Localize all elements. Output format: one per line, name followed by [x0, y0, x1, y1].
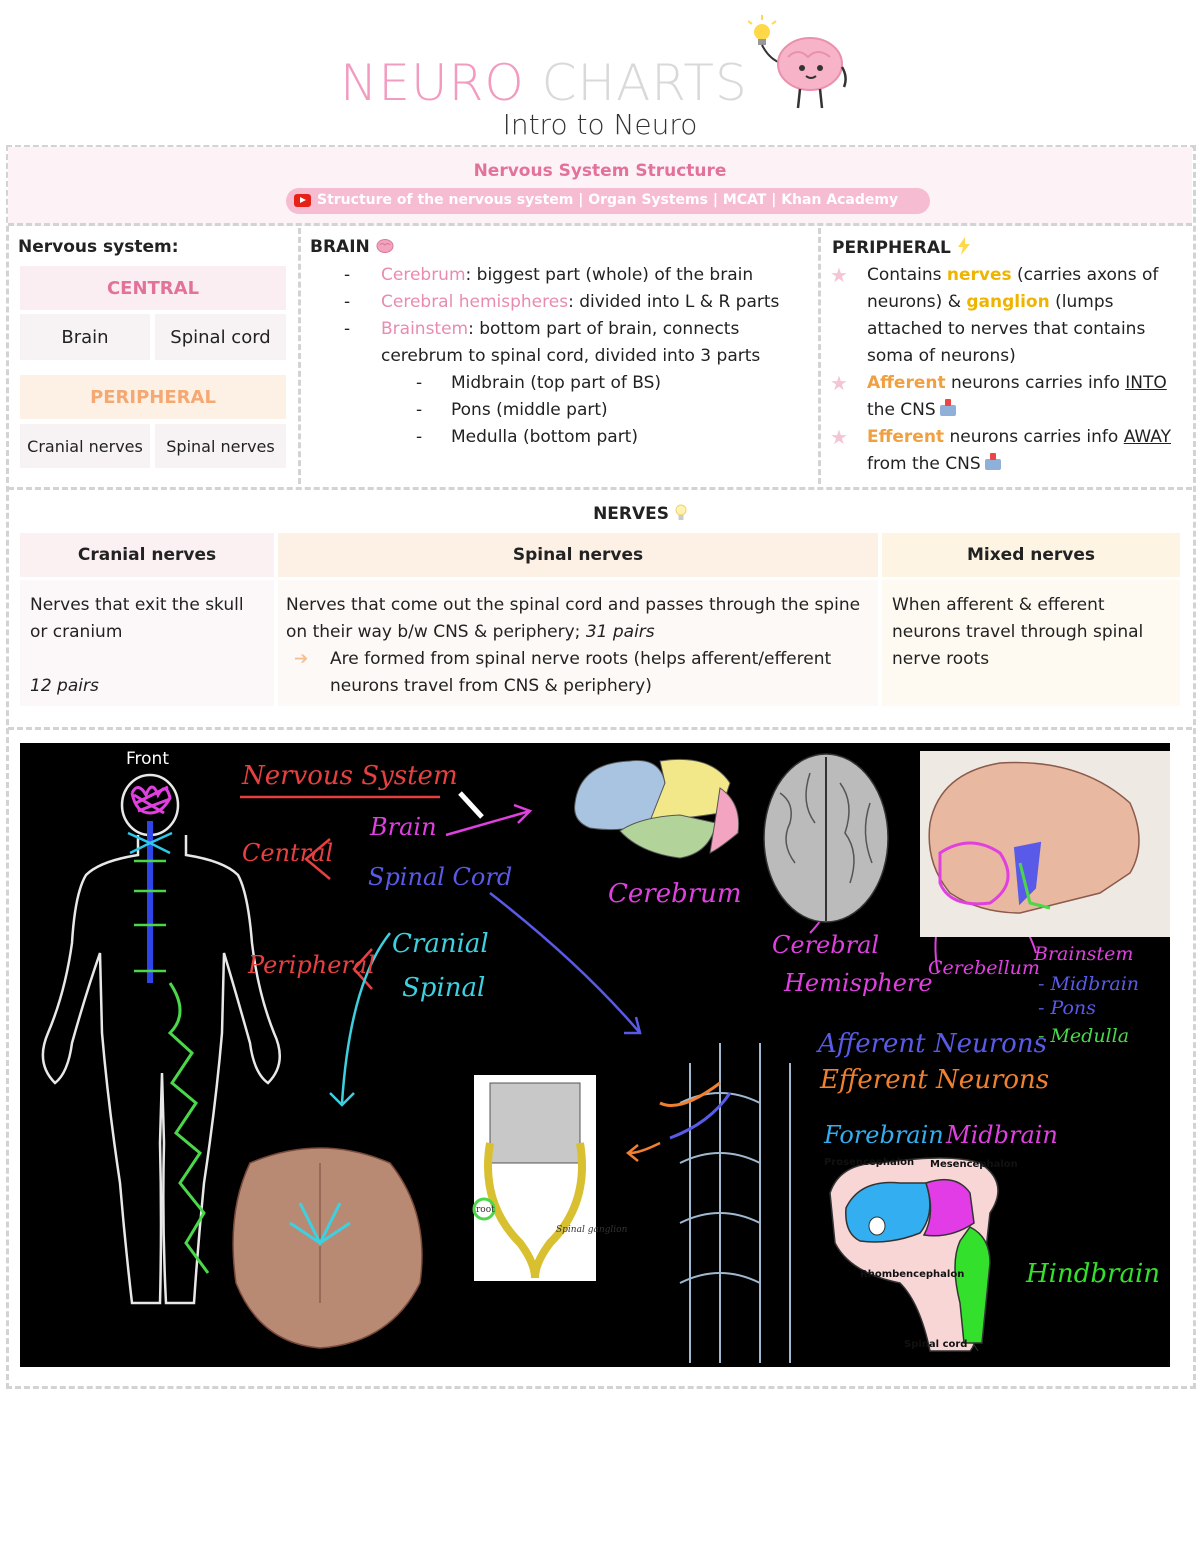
spinal-ganglion-label: Spinal ganglion	[556, 1225, 628, 1235]
star-icon: ★	[830, 425, 848, 449]
youtube-link-text[interactable]: Structure of the nervous system | Organ …	[317, 192, 899, 208]
star-icon: ★	[830, 263, 848, 287]
spinal-cell: Nerves that come out the spinal cord and…	[278, 580, 878, 706]
prosencephalon-label: Prosencephalon	[824, 1157, 915, 1168]
mixed-cell: When afferent & efferent neurons travel …	[882, 580, 1180, 706]
cranial-cell: Nerves that exit the skull or cranium 12…	[20, 580, 274, 706]
list-item: ★Efferent neurons carries info AWAY from…	[830, 425, 1171, 474]
cerebral-label: Cerebral	[772, 931, 880, 959]
pen-icon	[458, 791, 484, 819]
peripheral-heading: PERIPHERAL	[832, 237, 971, 258]
brain-heading: BRAIN	[310, 237, 394, 257]
peripheral-nerve-line	[167, 982, 210, 1274]
midbrain-item-label: - Midbrain	[1038, 973, 1140, 995]
peripheral-list: ★Contains nerves (carries axons of neuro…	[830, 262, 1190, 478]
list-sub-item: -Pons (middle part)	[416, 400, 608, 420]
list-sub-item: -Midbrain (top part of BS)	[416, 373, 662, 393]
youtube-icon	[294, 194, 311, 207]
cerebrum-diagram	[574, 758, 740, 859]
structure-banner: Nervous System Structure Structure of th…	[8, 147, 1192, 226]
outbox-tray-icon	[984, 453, 1001, 470]
peripheral-label: Peripheral	[248, 951, 375, 979]
list-item: ★Afferent neurons carries info INTO the …	[830, 371, 1167, 420]
brain-heading-text: BRAIN	[310, 237, 370, 257]
brain-emoji-icon	[376, 239, 394, 253]
rhombencephalon-label: Rhombencephalon	[860, 1269, 965, 1280]
brain-list: -Cerebrum: biggest part (whole) of the b…	[344, 262, 814, 451]
nerves-heading: NERVES	[0, 504, 1200, 524]
spinal-cord-cell: Spinal cord	[155, 314, 286, 360]
list-item: -Cerebral hemispheres: divided into L & …	[344, 292, 780, 312]
section-divider	[8, 727, 1192, 730]
brain-scribble	[130, 785, 172, 815]
midbrain-label: Midbrain	[946, 1121, 1058, 1149]
afferent-neurons-label: Afferent Neurons	[818, 1029, 1047, 1059]
brain-mascot-icon	[748, 15, 847, 109]
brain-label: Brain	[370, 813, 437, 841]
column-header-mixed: Mixed nerves	[882, 533, 1180, 577]
arrow-right-icon: ➔	[294, 649, 309, 669]
cranial-nerves-cell: Cranial nerves	[20, 424, 150, 468]
hemisphere-label: Hemisphere	[784, 969, 933, 997]
medulla-item-label: - Medulla	[1038, 1025, 1130, 1047]
title-neuro: NEURO	[340, 54, 525, 112]
section-divider	[8, 487, 1192, 490]
nervous-system-heading: Nervous system:	[18, 237, 179, 257]
inbox-tray-icon	[939, 399, 956, 416]
lightning-icon	[957, 237, 970, 255]
root-label: root	[476, 1205, 495, 1215]
peripheral-heading-text: PERIPHERAL	[832, 238, 951, 258]
brain-cell: Brain	[20, 314, 150, 360]
nervous-system-label: Nervous System	[242, 761, 458, 791]
diagram-drawing	[41, 751, 1170, 1363]
spinal-cord-embryo-label: Spinal cord	[904, 1339, 968, 1350]
brain-base-diagram	[232, 1147, 423, 1349]
mesencephalon-label: Mesencephalon	[930, 1159, 1018, 1170]
cerebral-hemisphere-diagram	[763, 753, 889, 923]
brainstem-label: Brainstem	[1034, 943, 1134, 965]
peripheral-box: PERIPHERAL	[20, 375, 286, 419]
spinal-cord-diagram-label: Spinal Cord	[368, 863, 513, 891]
star-icon: ★	[830, 371, 848, 395]
column-divider	[298, 228, 301, 484]
hindbrain-label: Hindbrain	[1026, 1259, 1161, 1289]
forebrain-label: Forebrain	[824, 1121, 944, 1149]
column-header-spinal: Spinal nerves	[278, 533, 878, 577]
central-box: CENTRAL	[20, 266, 286, 310]
list-sub-item: -Medulla (bottom part)	[416, 427, 638, 447]
central-label: Central	[242, 839, 334, 867]
cranial-label: Cranial	[392, 929, 489, 959]
page-subtitle: Intro to Neuro	[502, 108, 698, 141]
column-header-cranial: Cranial nerves	[20, 533, 274, 577]
spinal-nerve-diagram	[472, 1075, 596, 1281]
youtube-link[interactable]: Structure of the nervous system | Organ …	[286, 188, 930, 214]
pons-item-label: - Pons	[1038, 997, 1096, 1019]
neuro-diagram: Front Nervous System Central Brain Spina…	[20, 743, 1170, 1367]
list-item: ★Contains nerves (carries axons of neuro…	[830, 263, 1159, 366]
list-item: -Cerebrum: biggest part (whole) of the b…	[344, 265, 754, 285]
content-frame	[6, 145, 1196, 1389]
cerebrum-label: Cerebrum	[608, 879, 742, 909]
spinal-column-diagram	[659, 1043, 791, 1363]
spinal-nerves-cell: Spinal nerves	[155, 424, 286, 468]
page-title: NEURO CHARTS	[340, 50, 748, 116]
lightbulb-icon	[675, 504, 687, 520]
embryonic-brain-diagram	[829, 1157, 999, 1352]
structure-title: Nervous System Structure	[473, 161, 727, 181]
list-item: -Brainstem: bottom part of brain, connec…	[344, 319, 761, 366]
sagittal-brain-diagram	[920, 751, 1170, 937]
cerebellum-label: Cerebellum	[928, 957, 1040, 979]
spinal-label: Spinal	[402, 973, 486, 1003]
column-divider	[818, 228, 821, 484]
front-label: Front	[126, 749, 169, 769]
efferent-neurons-label: Efferent Neurons	[820, 1065, 1050, 1095]
page-header: NEURO CHARTS Intro to Neuro	[0, 15, 1200, 150]
title-charts: CHARTS	[541, 54, 748, 112]
